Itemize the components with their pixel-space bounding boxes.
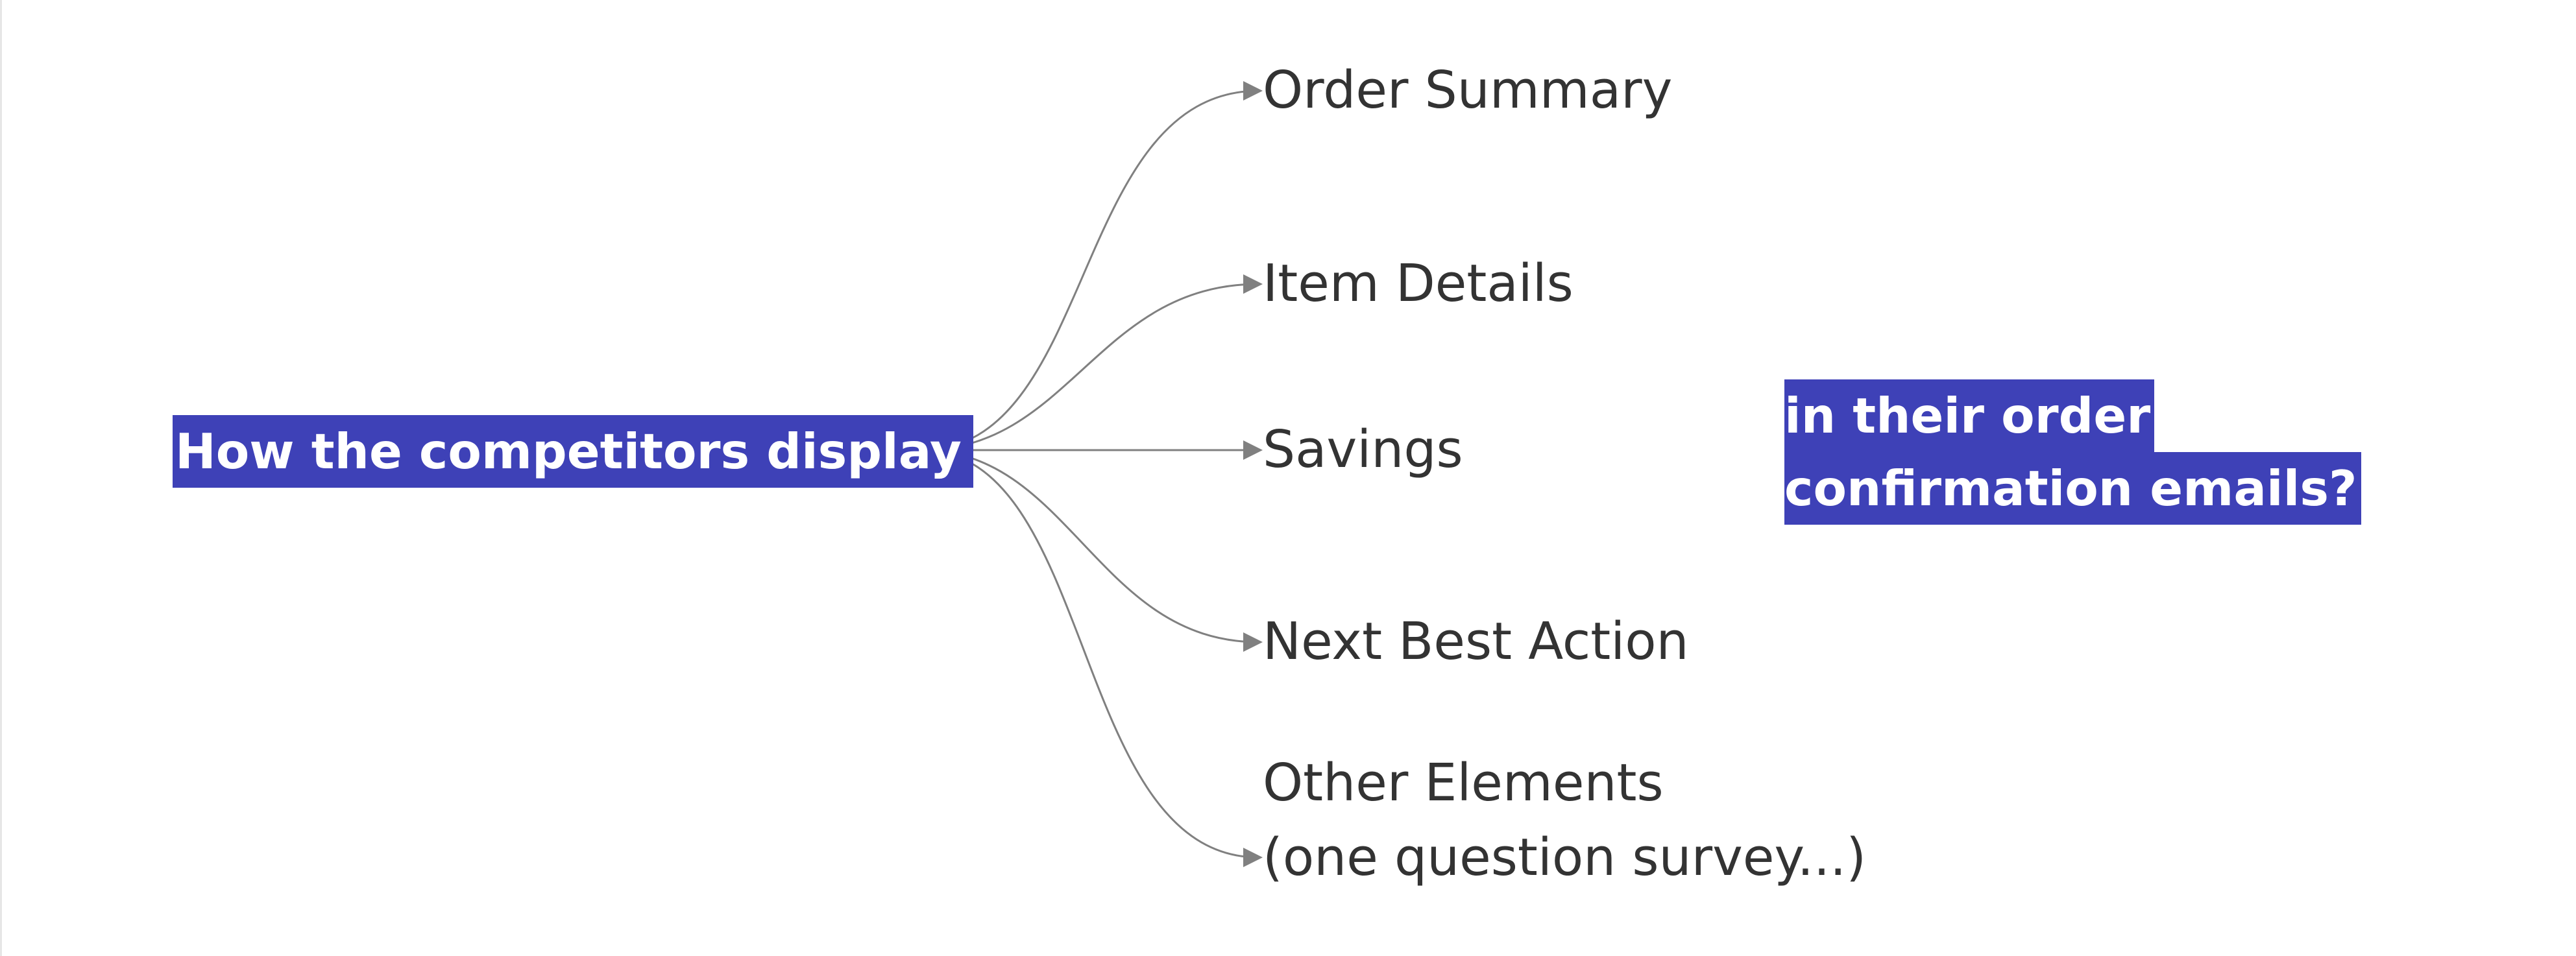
note-line-1-text: in their order: [1784, 379, 2155, 452]
connector-next-best-action: [921, 449, 1263, 652]
branch-label: Next Best Action: [1263, 612, 1689, 671]
root-node[interactable]: How the competitors display: [173, 415, 973, 488]
branch-other-elements[interactable]: Other Elements (one question survey...): [1263, 746, 1866, 895]
branch-item-details[interactable]: Item Details: [1263, 258, 1574, 309]
connector-other-elements: [921, 449, 1263, 867]
branch-label: Order Summary: [1263, 60, 1673, 120]
branch-label-line-1: Other Elements: [1263, 753, 1664, 813]
branch-next-best-action[interactable]: Next Best Action: [1263, 616, 1689, 667]
question-note[interactable]: in their order confirmation emails?: [1784, 379, 2361, 525]
branch-label: Item Details: [1263, 254, 1574, 313]
branch-label: Savings: [1263, 420, 1463, 479]
canvas-edge: [0, 0, 2, 956]
connector-order-summary: [921, 81, 1263, 451]
branch-savings[interactable]: Savings: [1263, 424, 1463, 475]
root-node-label: How the competitors display: [175, 423, 962, 480]
note-line-2: confirmation emails?: [1784, 452, 2361, 525]
connector-item-details: [921, 274, 1263, 451]
note-line-2-text: confirmation emails?: [1784, 452, 2361, 525]
branch-order-summary[interactable]: Order Summary: [1263, 65, 1672, 116]
branch-label-line-2: (one question survey...): [1263, 828, 1867, 887]
note-line-1: in their order: [1784, 379, 2361, 452]
